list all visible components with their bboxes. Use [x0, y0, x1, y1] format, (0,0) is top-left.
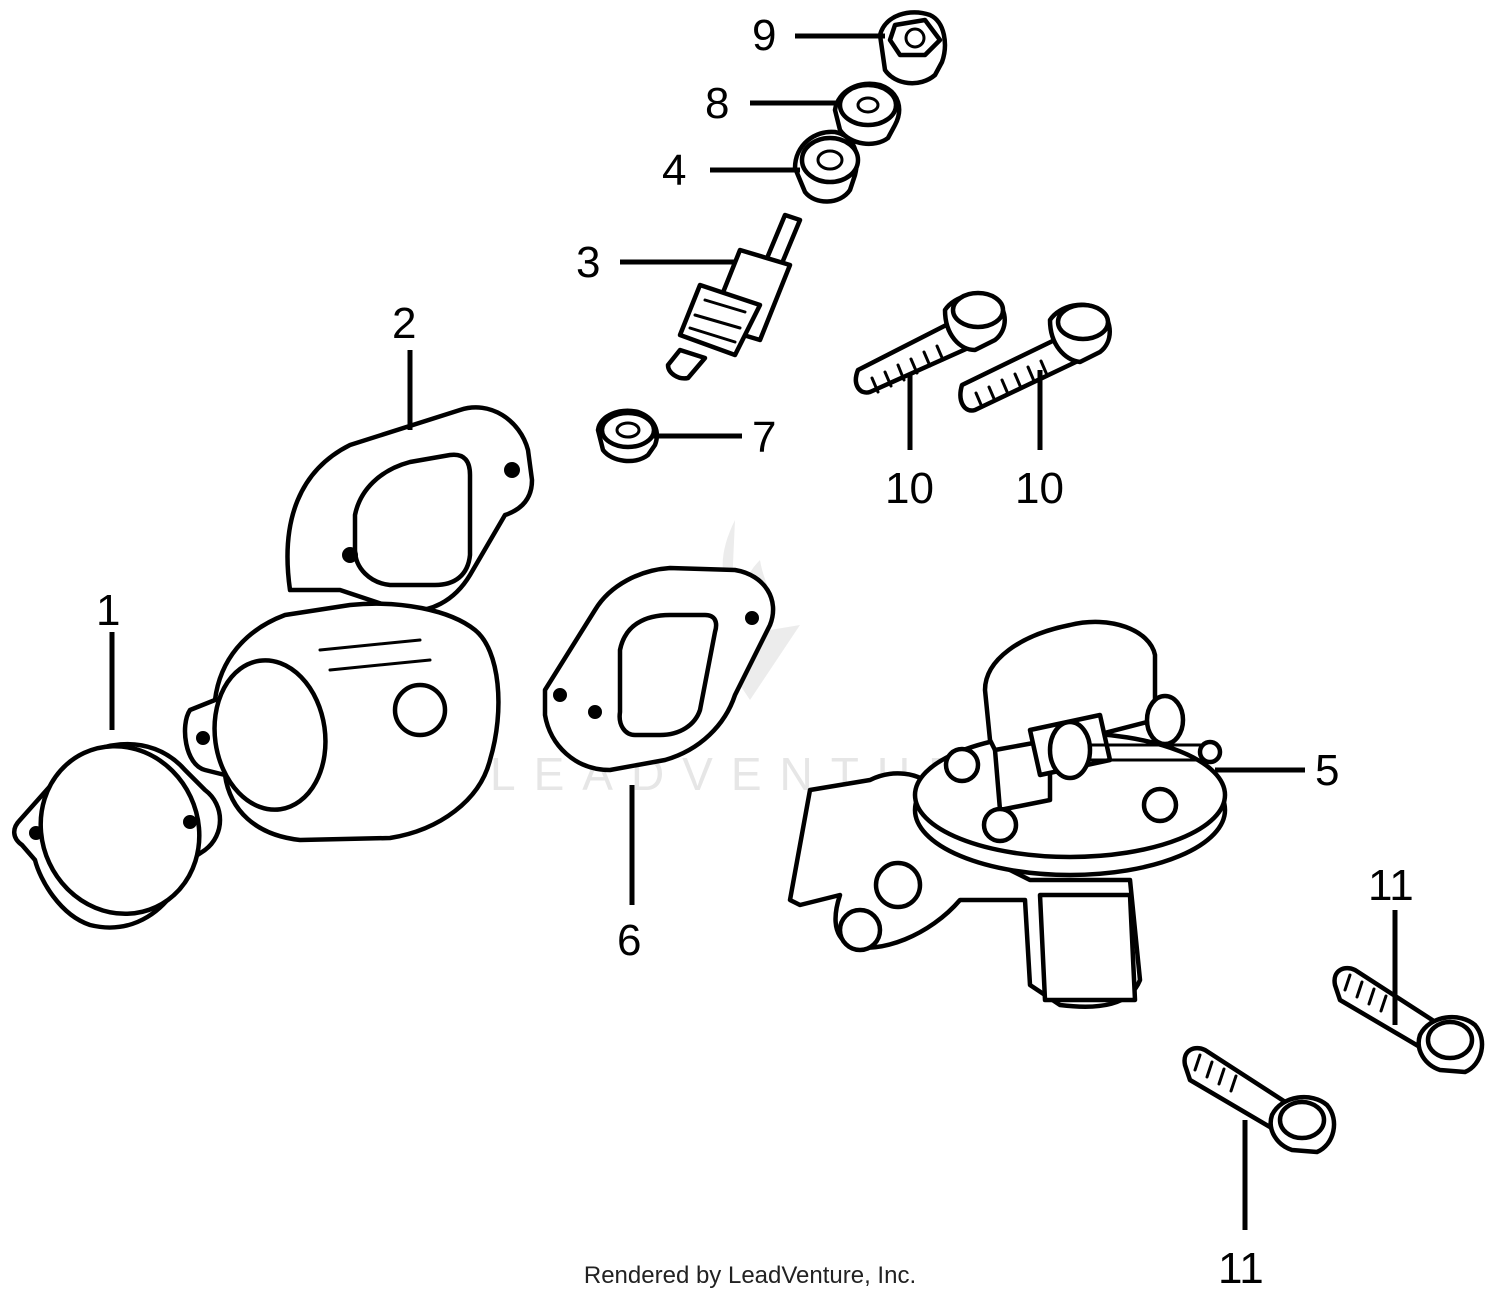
- callout-8: 8: [705, 79, 729, 128]
- callout-11-upper: 11: [1368, 861, 1414, 910]
- callout-7: 7: [752, 413, 776, 462]
- part-11-bolt-upper: [1332, 965, 1485, 1075]
- callout-6: 6: [617, 916, 641, 965]
- part-10-bolt-right: [958, 302, 1112, 413]
- callout-2: 2: [392, 299, 416, 348]
- callout-4: 4: [662, 146, 686, 195]
- callout-9: 9: [752, 11, 776, 60]
- part-3-gear-shaft: [665, 212, 803, 381]
- part-8-washer: [832, 81, 902, 147]
- callout-10-left: 10: [885, 464, 934, 513]
- part-6-gasket: [542, 565, 776, 773]
- footer-credit: Rendered by LeadVenture, Inc.: [583, 1262, 917, 1289]
- part-1-gasket: [12, 741, 223, 930]
- part-11-bolt-lower: [1182, 1045, 1337, 1155]
- callout-11-lower: 11: [1218, 1244, 1264, 1293]
- callout-1: 1: [96, 586, 120, 635]
- callout-5: 5: [1315, 746, 1339, 795]
- leader-lines: [109, 33, 1398, 1230]
- callout-10-right: 10: [1015, 464, 1064, 513]
- part-4-washer: [792, 129, 861, 204]
- part-7-seal: [595, 408, 660, 464]
- part-2-housing: [182, 405, 535, 843]
- callout-3: 3: [576, 238, 600, 287]
- part-9-nut: [877, 10, 948, 86]
- part-10-bolt-left: [853, 290, 1007, 395]
- callout-labels: 9 8 4 3 2 1 7 10 10 5 6 11 11: [96, 11, 1414, 1293]
- part-5-fuel-pump: [787, 619, 1228, 1009]
